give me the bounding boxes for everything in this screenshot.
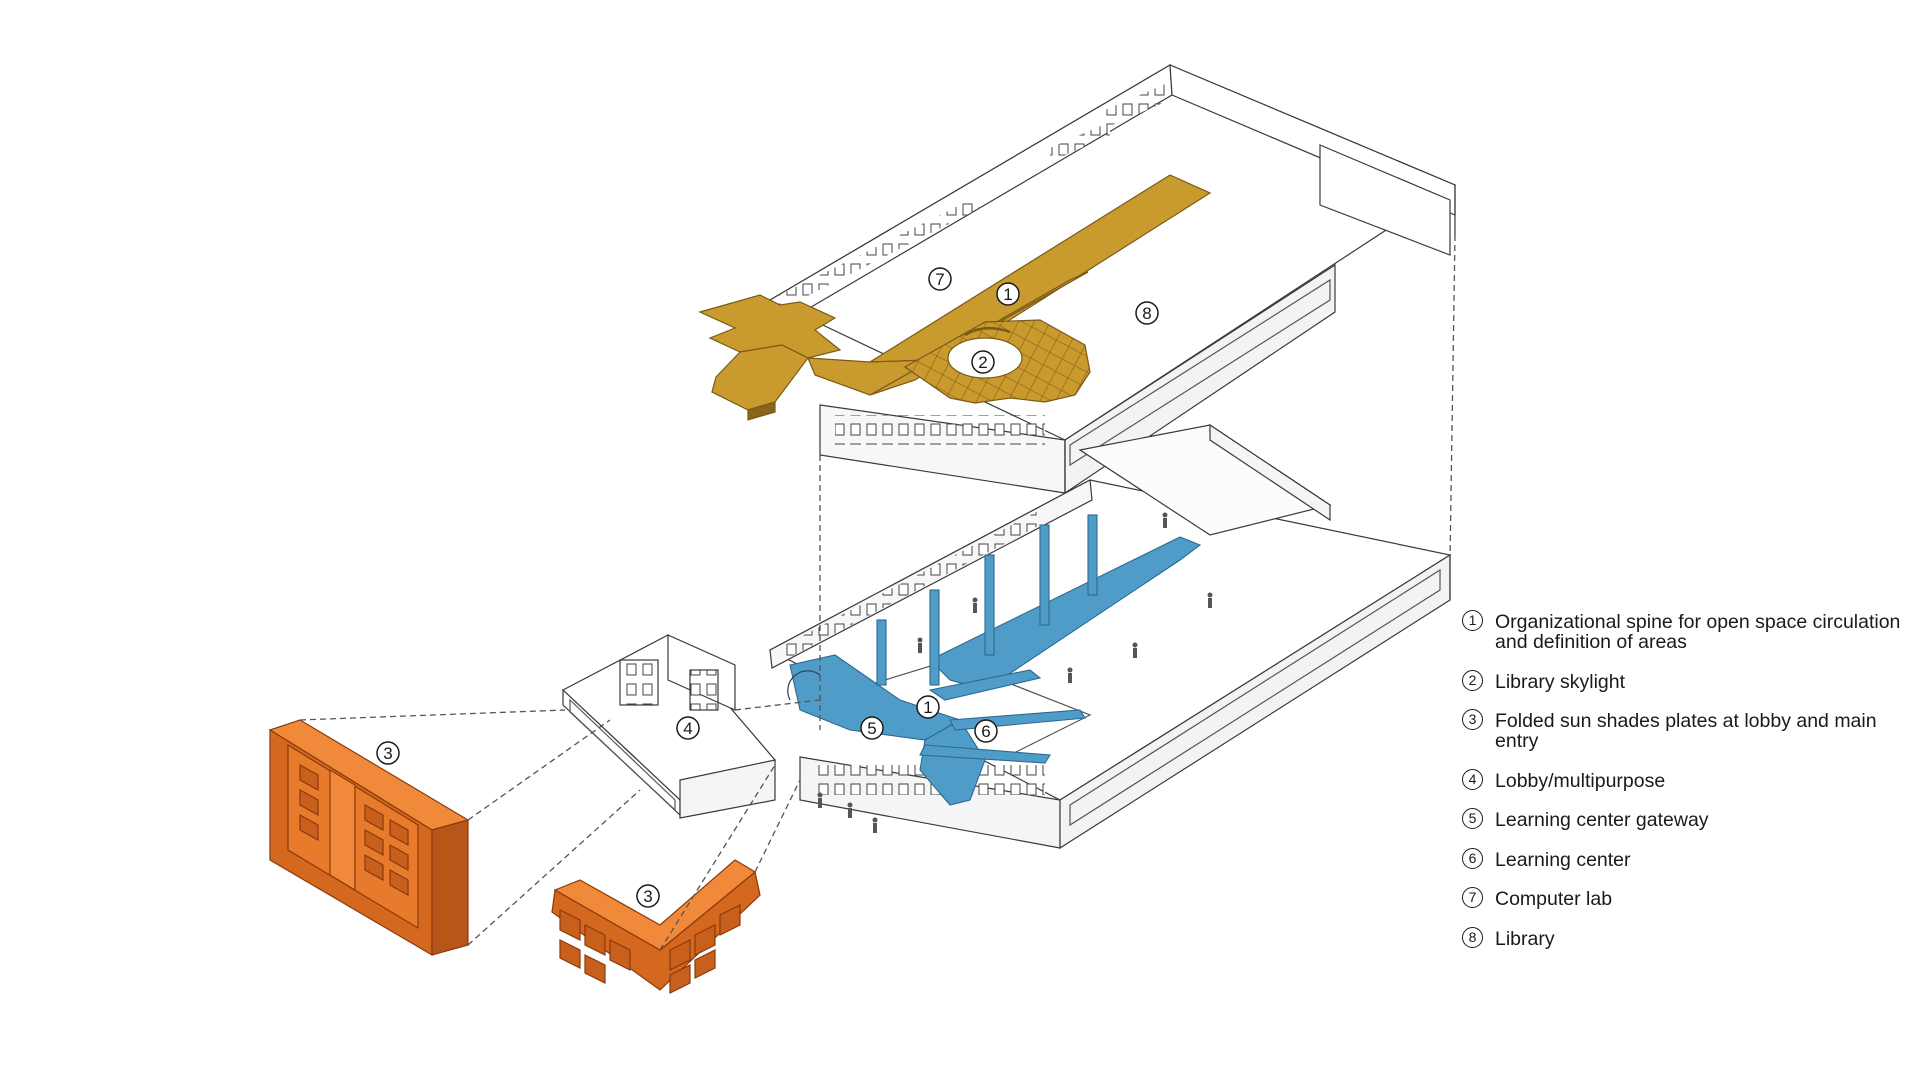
- svg-text:8: 8: [1142, 304, 1151, 323]
- svg-text:1: 1: [1003, 285, 1012, 304]
- callout-7: 7: [928, 267, 952, 291]
- svg-text:2: 2: [978, 353, 987, 372]
- upper-spine: [698, 174, 1212, 421]
- legend-number: 1: [1462, 610, 1483, 631]
- legend-item: 2 Library skylight: [1462, 669, 1902, 693]
- lower-spine: [789, 514, 1202, 806]
- legend-item: 4 Lobby/multipurpose: [1462, 768, 1902, 792]
- callout-3-panel: 3: [376, 741, 400, 765]
- legend-item: 7 Computer lab: [1462, 887, 1902, 910]
- legend-text: Organizational spine for open space circ…: [1495, 611, 1901, 653]
- upper-floor-axonometric: [768, 63, 1457, 495]
- legend-item: 5 Learning center gateway: [1462, 808, 1902, 831]
- callout-6: 6: [974, 719, 998, 743]
- callout-1-lower: 1: [916, 695, 940, 719]
- legend: 1 Organizational spine for open space ci…: [1462, 610, 1902, 968]
- svg-text:6: 6: [981, 722, 990, 741]
- legend-item: 8 Library: [1462, 926, 1902, 950]
- svg-text:5: 5: [867, 719, 876, 738]
- lobby-block: [561, 634, 821, 819]
- ground-floor-axonometric: [768, 423, 1452, 850]
- sun-shade-corner: [551, 859, 761, 994]
- svg-text:7: 7: [935, 270, 944, 289]
- svg-text:3: 3: [643, 887, 652, 906]
- legend-number: 4: [1462, 768, 1483, 790]
- legend-text: Folded sun shades plates at lobby and ma…: [1495, 710, 1877, 752]
- callout-2: 2: [971, 350, 995, 374]
- callout-8: 8: [1135, 301, 1159, 325]
- legend-item: 1 Organizational spine for open space ci…: [1462, 610, 1902, 653]
- legend-text: Library skylight: [1495, 670, 1626, 693]
- legend-text: Learning center: [1495, 848, 1631, 871]
- legend-text: Learning center gateway: [1495, 809, 1709, 831]
- legend-item: 3 Folded sun shades plates at lobby and …: [1462, 709, 1902, 752]
- svg-text:3: 3: [383, 744, 392, 763]
- callout-5: 5: [860, 716, 884, 740]
- projection-lines: [299, 234, 1456, 951]
- svg-text:1: 1: [923, 698, 932, 717]
- legend-number: 3: [1462, 709, 1483, 730]
- legend-number: 5: [1462, 808, 1483, 829]
- callout-3-corner: 3: [636, 884, 660, 908]
- svg-text:4: 4: [683, 719, 692, 738]
- legend-number: 8: [1462, 926, 1483, 948]
- legend-text: Computer lab: [1495, 888, 1613, 910]
- legend-number: 2: [1462, 669, 1483, 691]
- legend-number: 7: [1462, 887, 1483, 908]
- legend-item: 6 Learning center: [1462, 847, 1902, 871]
- callout-1-upper: 1: [996, 282, 1020, 306]
- people-figures: [817, 512, 1213, 833]
- callout-4: 4: [676, 716, 700, 740]
- legend-text: Lobby/multipurpose: [1495, 769, 1666, 792]
- legend-text: Library: [1495, 927, 1555, 950]
- sun-shade-panel: [268, 719, 470, 957]
- legend-number: 6: [1462, 847, 1483, 869]
